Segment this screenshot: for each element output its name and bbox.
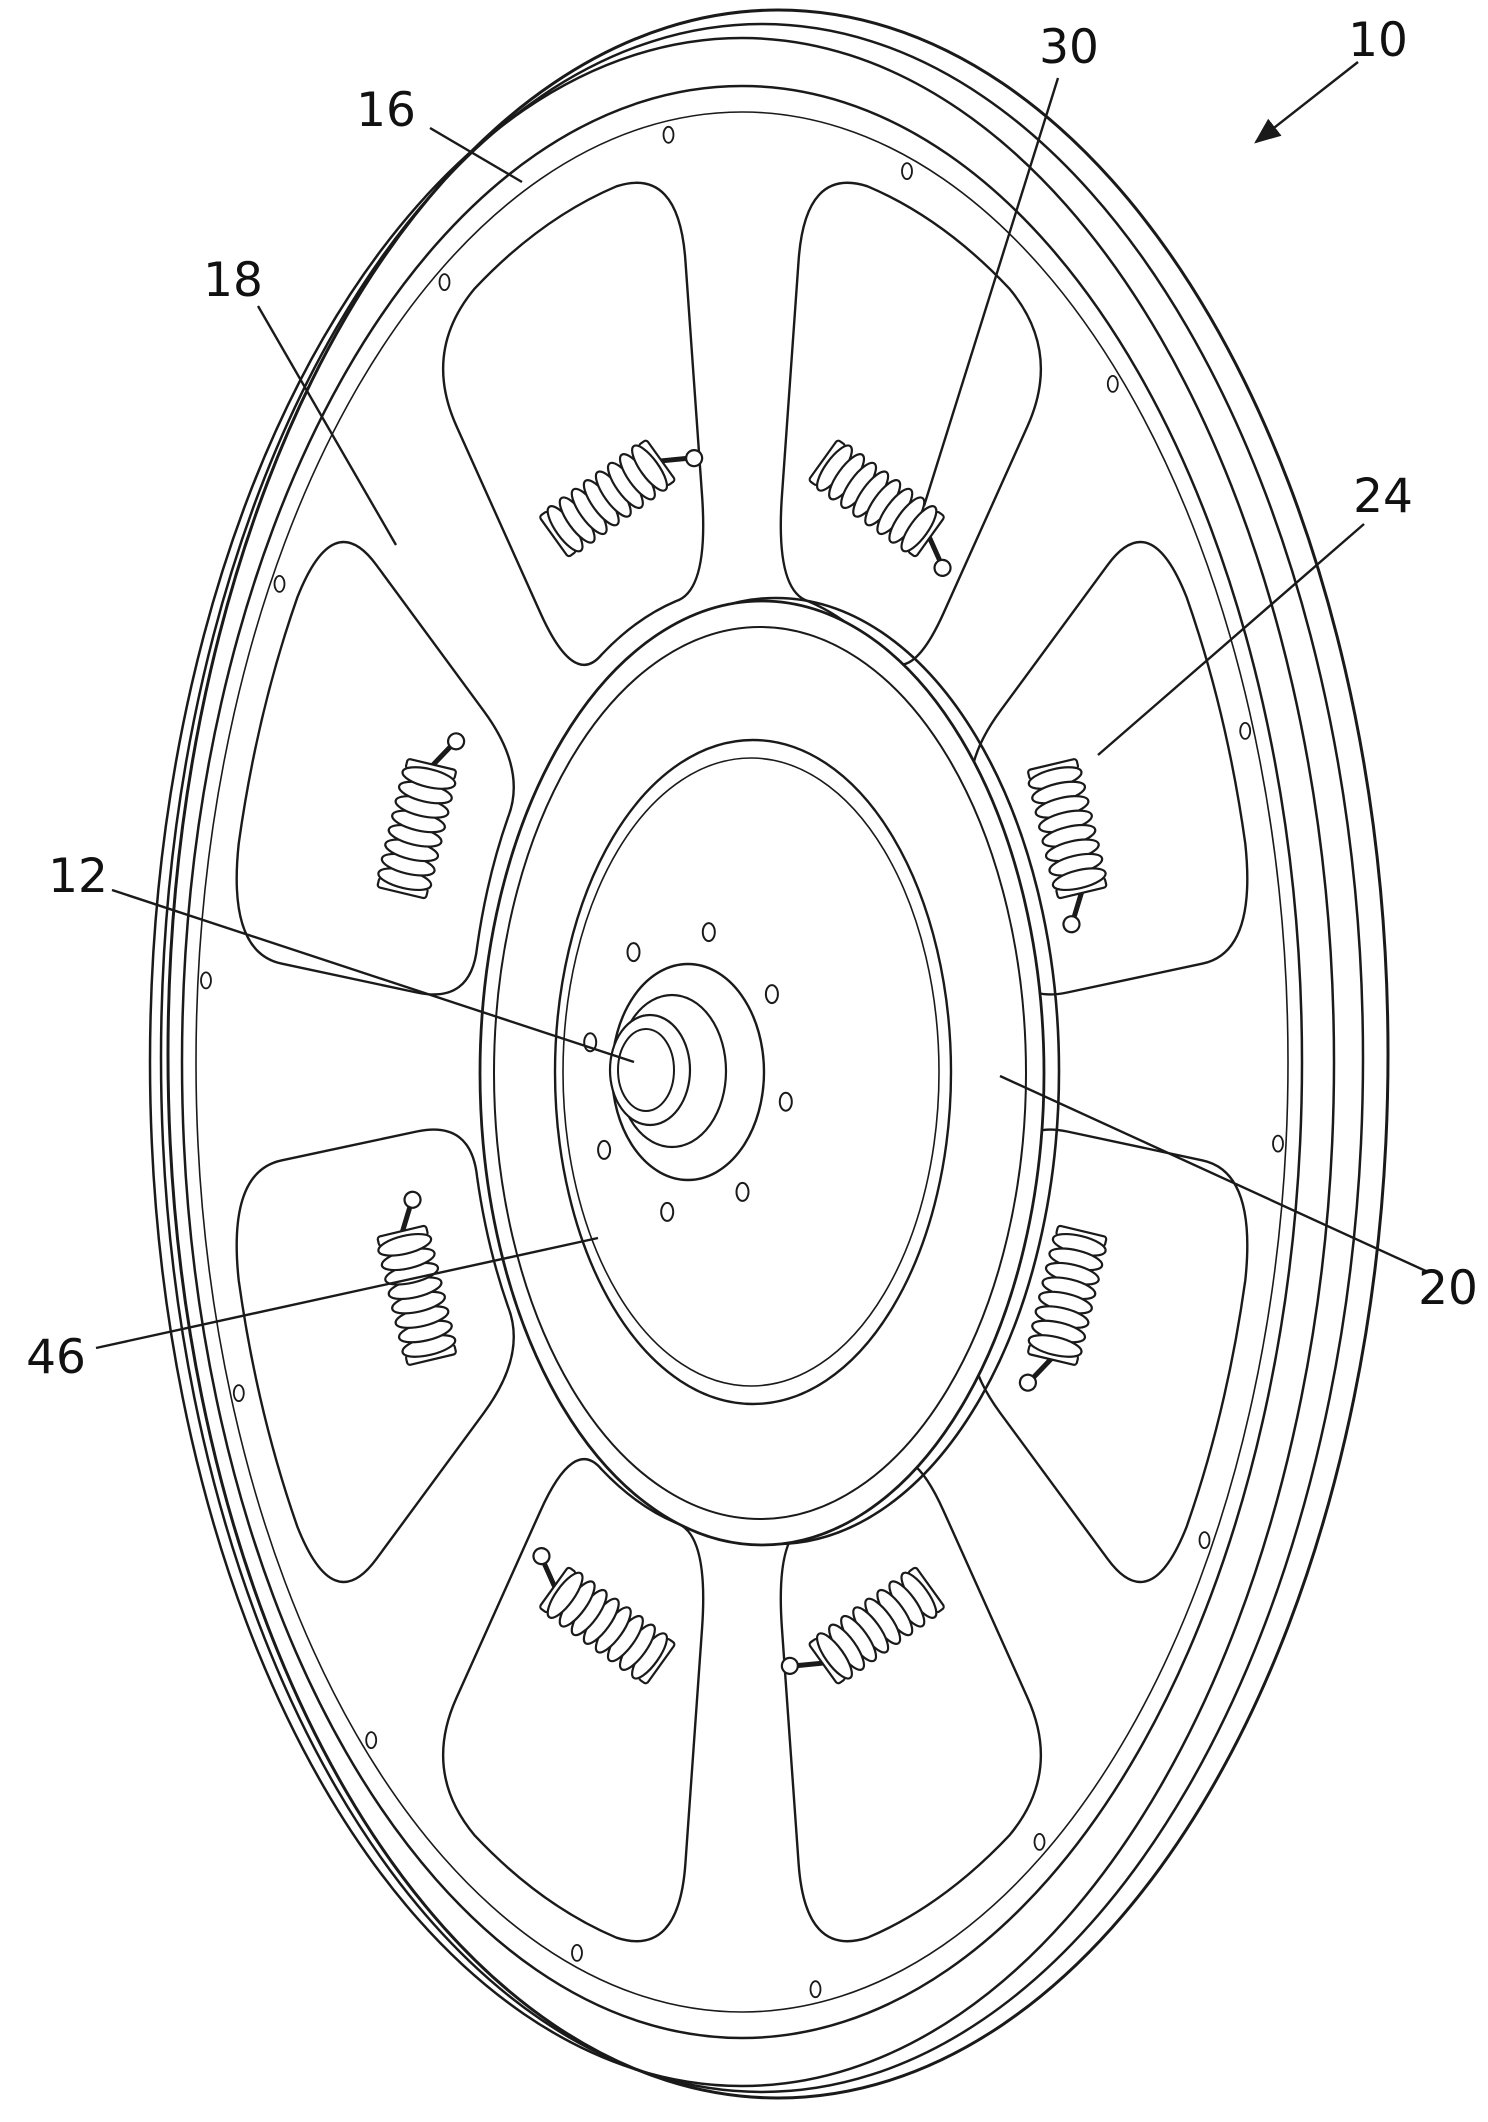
leader-line-18 bbox=[256, 305, 398, 546]
lever-pivot-pin bbox=[532, 1547, 551, 1566]
spring-lever-arm bbox=[656, 455, 690, 464]
lever-pivot-pin bbox=[933, 558, 952, 577]
hub-bolt-hole bbox=[764, 984, 779, 1005]
spring-lever-arm bbox=[541, 1560, 558, 1591]
ref-label-16: 16 bbox=[356, 83, 416, 138]
spring-lever-arm bbox=[926, 533, 943, 564]
spoke-plate-outer-line bbox=[195, 111, 1289, 2013]
ref-label-18: 18 bbox=[203, 253, 263, 308]
hub-bolt-hole bbox=[701, 922, 716, 943]
ref-label-24: 24 bbox=[1353, 469, 1413, 524]
rim-rivet-hole bbox=[662, 125, 675, 144]
lever-pivot-pin bbox=[403, 1190, 422, 1209]
spring-coil bbox=[631, 444, 668, 492]
hub-bolt-hole bbox=[626, 942, 641, 963]
lever-pivot-pin bbox=[1018, 1373, 1038, 1392]
damper-spring bbox=[376, 1190, 457, 1366]
hub-bolt-hole bbox=[735, 1181, 750, 1202]
wheel-rim-inner-edge bbox=[180, 84, 1304, 2040]
rim-rivet-hole bbox=[809, 1980, 822, 1999]
spring-lever-arm bbox=[1030, 1355, 1055, 1381]
rim-rivet-hole bbox=[365, 1731, 378, 1749]
damper-spring bbox=[532, 1547, 676, 1685]
lever-pivot-pin bbox=[685, 449, 704, 468]
rim-rivet-hole bbox=[273, 575, 286, 593]
leader-line-46 bbox=[95, 1236, 599, 1350]
spring-lever-arm bbox=[794, 1660, 828, 1669]
disc-outer-ring-line bbox=[493, 626, 1027, 1520]
spring-coil bbox=[900, 505, 938, 553]
spoke-window bbox=[441, 1458, 705, 1943]
spring-coil bbox=[377, 1232, 433, 1257]
disc-inner-circle bbox=[553, 738, 953, 1406]
hub-bore bbox=[617, 1028, 675, 1112]
leader-line-24 bbox=[1097, 523, 1365, 756]
damper-spring bbox=[376, 732, 466, 900]
hub-bolt-hole bbox=[778, 1091, 793, 1112]
rim-rivet-hole bbox=[200, 971, 212, 990]
spring-coil bbox=[546, 1571, 584, 1619]
spring-coil bbox=[1051, 867, 1107, 892]
leader-line-16 bbox=[429, 126, 523, 184]
spoke-window bbox=[441, 181, 705, 666]
lever-pivot-pin bbox=[780, 1656, 799, 1675]
rim-rivet-hole bbox=[232, 1384, 245, 1402]
leader-lines bbox=[95, 61, 1429, 1350]
spring-coil bbox=[816, 1632, 853, 1680]
reference-numerals: 10 16 18 30 24 12 46 20 bbox=[26, 13, 1478, 1385]
damper-spring bbox=[780, 1566, 945, 1685]
rim-rivet-hole bbox=[571, 1944, 583, 1962]
ref-label-20: 20 bbox=[1418, 1261, 1478, 1316]
rim-rivet-hole bbox=[1106, 374, 1119, 393]
lever-pivot-pin bbox=[1062, 915, 1081, 934]
rim-rivet-hole bbox=[901, 162, 913, 181]
ref-label-10: 10 bbox=[1348, 13, 1408, 68]
leader-line-30 bbox=[922, 77, 1060, 507]
rim-rivet-hole bbox=[438, 273, 451, 292]
spring-lever-arm bbox=[399, 1204, 413, 1236]
hub-bolt-hole bbox=[597, 1139, 612, 1160]
ref-label-46: 46 bbox=[26, 1330, 86, 1385]
damper-spring bbox=[1018, 1224, 1108, 1392]
damper-spring bbox=[808, 439, 952, 577]
lever-pivot-pin bbox=[446, 732, 466, 751]
rim-rivet-hole bbox=[1198, 1531, 1211, 1549]
spring-lever-arm bbox=[429, 743, 454, 769]
spring-lever-arm bbox=[1071, 888, 1085, 920]
damper-spring bbox=[539, 439, 704, 558]
reference-arrow-10 bbox=[1254, 61, 1359, 144]
wheel-rim-mid-edge bbox=[159, 22, 1365, 2094]
rim-rivet-hole bbox=[1033, 1833, 1046, 1851]
hub-bolt-hole bbox=[660, 1201, 675, 1222]
spoke-window bbox=[235, 1128, 515, 1584]
rim-rivet-hole bbox=[1272, 1134, 1284, 1153]
rim-rivet-hole bbox=[1239, 722, 1252, 740]
wheel-rim-front-edge bbox=[148, 36, 1336, 2088]
disc-inner-circle-2 bbox=[562, 757, 940, 1387]
spring-coil bbox=[1027, 1334, 1083, 1358]
leader-line-12 bbox=[111, 888, 635, 1064]
leader-line-20 bbox=[999, 1074, 1429, 1274]
ref-label-30: 30 bbox=[1039, 20, 1099, 75]
damper-spring bbox=[1027, 758, 1108, 934]
spoke-window bbox=[235, 540, 515, 996]
assembly-line-art bbox=[148, 8, 1390, 2100]
ref-label-12: 12 bbox=[48, 849, 108, 904]
spring-coil bbox=[401, 766, 457, 790]
